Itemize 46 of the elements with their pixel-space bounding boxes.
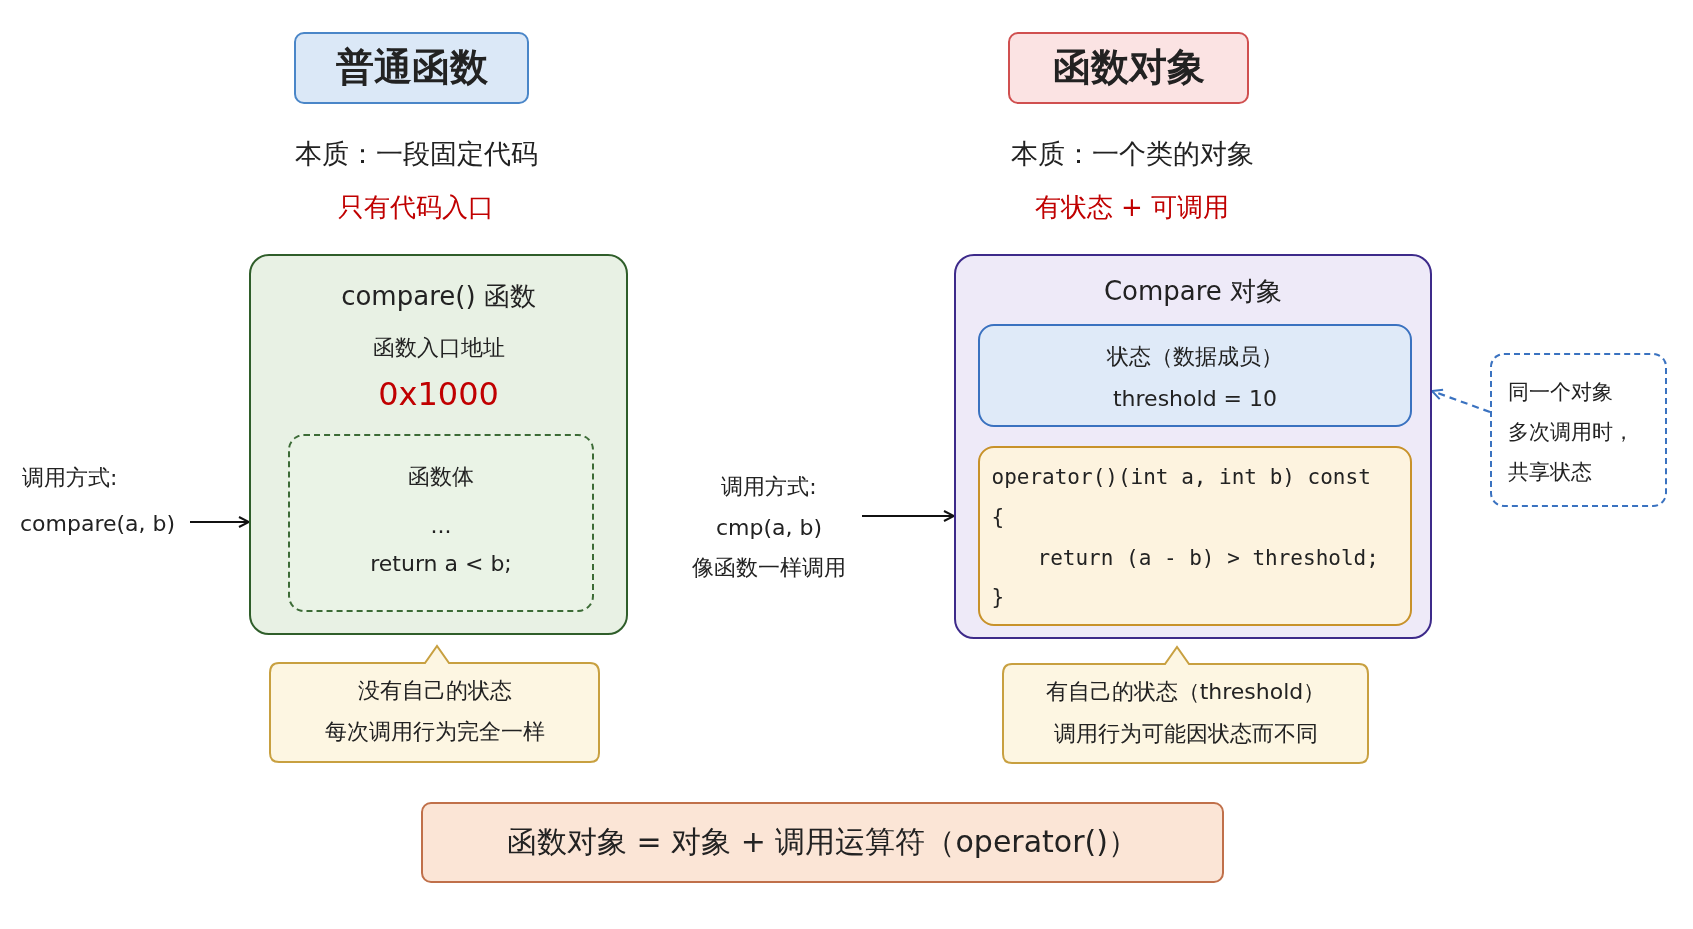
- node-text: 多次调用时，: [1508, 418, 1634, 446]
- node-text: 有自己的状态（threshold）: [1044, 678, 1327, 706]
- highlight-text: 有状态 + 可调用: [1034, 191, 1230, 225]
- highlight-text: 只有代码入口: [338, 191, 494, 225]
- node-text: threshold = 10: [1112, 384, 1278, 413]
- node-text: 调用行为可能因状态而不同: [1052, 720, 1319, 748]
- title-box: [1008, 32, 1249, 104]
- code-line: return (a - b) > threshold;: [1037, 545, 1379, 572]
- node-text: 同一个对象: [1508, 378, 1613, 406]
- function-body-box: [288, 434, 594, 612]
- object-box: [954, 254, 1432, 639]
- function-box: [249, 254, 628, 635]
- node-text: 调用方式:: [22, 464, 118, 492]
- note-box: [1490, 353, 1667, 507]
- code-box: [978, 446, 1412, 626]
- code-line: operator()(int a, int b) const: [991, 464, 1371, 491]
- node-text: Compare 对象: [1102, 275, 1284, 308]
- subtitle-text: 本质：一个类的对象: [1010, 137, 1254, 172]
- callout-bubble: [1002, 646, 1369, 764]
- arrow: [190, 516, 250, 528]
- node-text: 共享状态: [1508, 458, 1592, 486]
- node-text: 调用方式:: [720, 473, 818, 501]
- callout-bubble: [269, 645, 600, 763]
- node-text: cmp(a, b): [714, 514, 824, 542]
- state-box: [978, 324, 1412, 427]
- subtitle-text: 本质：一段固定代码: [294, 137, 538, 172]
- node-text: 每次调用行为完全一样: [323, 718, 546, 746]
- code-line: {: [991, 504, 1005, 531]
- node-text: ...: [429, 512, 453, 540]
- node-text: compare(a, b): [20, 510, 176, 538]
- node-text: 函数对象 = 对象 + 调用运算符（operator()）: [506, 822, 1139, 861]
- node-text: 像函数一样调用: [691, 554, 847, 582]
- node-text: 状态（数据成员）: [1106, 342, 1284, 371]
- node-text: compare() 函数: [340, 280, 537, 313]
- node-text: 函数体: [407, 463, 475, 491]
- title-box: [294, 32, 529, 104]
- code-line: }: [991, 584, 1005, 611]
- node-text: 普通函数: [334, 44, 489, 92]
- node-text: return a < b;: [369, 550, 513, 578]
- node-text: 函数入口地址: [371, 333, 506, 362]
- node-text: 没有自己的状态: [356, 677, 513, 705]
- dashed-arrow: [1431, 388, 1491, 414]
- node-text: 函数对象: [1051, 44, 1206, 92]
- node-text: 0x1000: [377, 373, 500, 414]
- formula-box: [421, 802, 1224, 883]
- arrow: [862, 510, 955, 522]
